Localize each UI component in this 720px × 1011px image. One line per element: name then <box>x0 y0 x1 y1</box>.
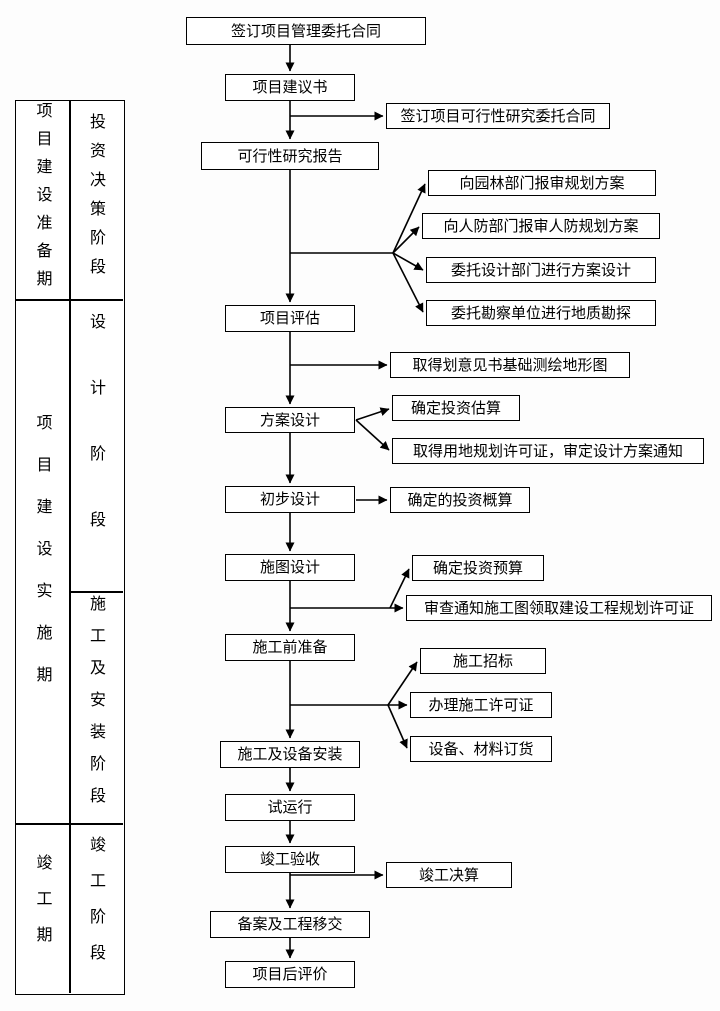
node-sign-pm-contract: 签订项目管理委托合同 <box>186 17 426 45</box>
stage-completion: 竣工阶段 <box>69 823 123 993</box>
phase-preparation: 项目建设准备期 <box>16 101 69 299</box>
table-divider-row1 <box>16 299 123 301</box>
stage-design-label: 设计阶段 <box>87 313 106 577</box>
node-investment-budget: 确定投资预算 <box>412 555 544 581</box>
node-construction-equipment-install: 施工及设备安装 <box>220 741 360 768</box>
node-project-proposal: 项目建议书 <box>225 74 355 101</box>
node-report-landscape-dept: 向园林部门报审规划方案 <box>428 170 656 196</box>
phase-preparation-label: 项目建设准备期 <box>33 102 53 298</box>
node-investment-budget-estimate: 确定的投资概算 <box>390 487 530 513</box>
node-land-planning-permit: 取得用地规划许可证，审定设计方案通知 <box>392 438 704 464</box>
node-construction-permit: 办理施工许可证 <box>410 692 552 718</box>
node-entrust-survey-unit: 委托勘察单位进行地质勘探 <box>426 300 656 326</box>
table-divider-row3 <box>16 823 123 825</box>
phase-implementation-label: 项目建设实施期 <box>33 414 53 708</box>
stage-construction-install-label: 施工及安装阶段 <box>87 595 106 819</box>
table-divider-row2 <box>69 591 123 593</box>
node-completion-settlement: 竣工决算 <box>386 862 512 888</box>
phase-completion: 竣工期 <box>16 823 69 993</box>
node-obtain-planning-opinion-map: 取得划意见书基础测绘地形图 <box>390 352 630 378</box>
node-preliminary-design: 初步设计 <box>225 486 355 513</box>
node-feasibility-report: 可行性研究报告 <box>201 142 379 170</box>
stage-completion-label: 竣工阶段 <box>87 836 106 980</box>
node-pre-construction-prep: 施工前准备 <box>225 634 355 661</box>
table-divider-vertical <box>69 101 71 993</box>
node-entrust-design-dept: 委托设计部门进行方案设计 <box>426 257 656 283</box>
node-filing-handover: 备案及工程移交 <box>210 911 370 938</box>
node-construction-planning-permit: 审查通知施工图领取建设工程规划许可证 <box>406 595 712 621</box>
node-trial-run: 试运行 <box>225 794 355 821</box>
stage-investment-decision-label: 投资决策阶段 <box>87 113 106 287</box>
node-completion-acceptance: 竣工验收 <box>225 846 355 873</box>
node-project-evaluation: 项目评估 <box>225 305 355 332</box>
node-report-civil-defense-dept: 向人防部门报审人防规划方案 <box>422 213 660 239</box>
phase-implementation: 项目建设实施期 <box>16 299 69 823</box>
node-construction-bidding: 施工招标 <box>420 648 546 674</box>
node-scheme-design: 方案设计 <box>225 407 355 433</box>
stage-construction-install: 施工及安装阶段 <box>69 591 123 823</box>
node-sign-feasibility-contract: 签订项目可行性研究委托合同 <box>386 103 610 129</box>
node-post-evaluation: 项目后评价 <box>225 961 355 988</box>
node-construction-drawing-design: 施图设计 <box>225 554 355 581</box>
phase-completion-label: 竣工期 <box>33 854 53 962</box>
stage-design: 设计阶段 <box>69 299 123 591</box>
node-equipment-material-order: 设备、材料订货 <box>410 736 552 762</box>
phase-stage-table: 项目建设准备期 项目建设实施期 竣工期 投资决策阶段 设计阶段 施工及安装阶段 … <box>15 100 125 995</box>
node-investment-estimate: 确定投资估算 <box>392 395 520 421</box>
stage-investment-decision: 投资决策阶段 <box>69 101 123 299</box>
